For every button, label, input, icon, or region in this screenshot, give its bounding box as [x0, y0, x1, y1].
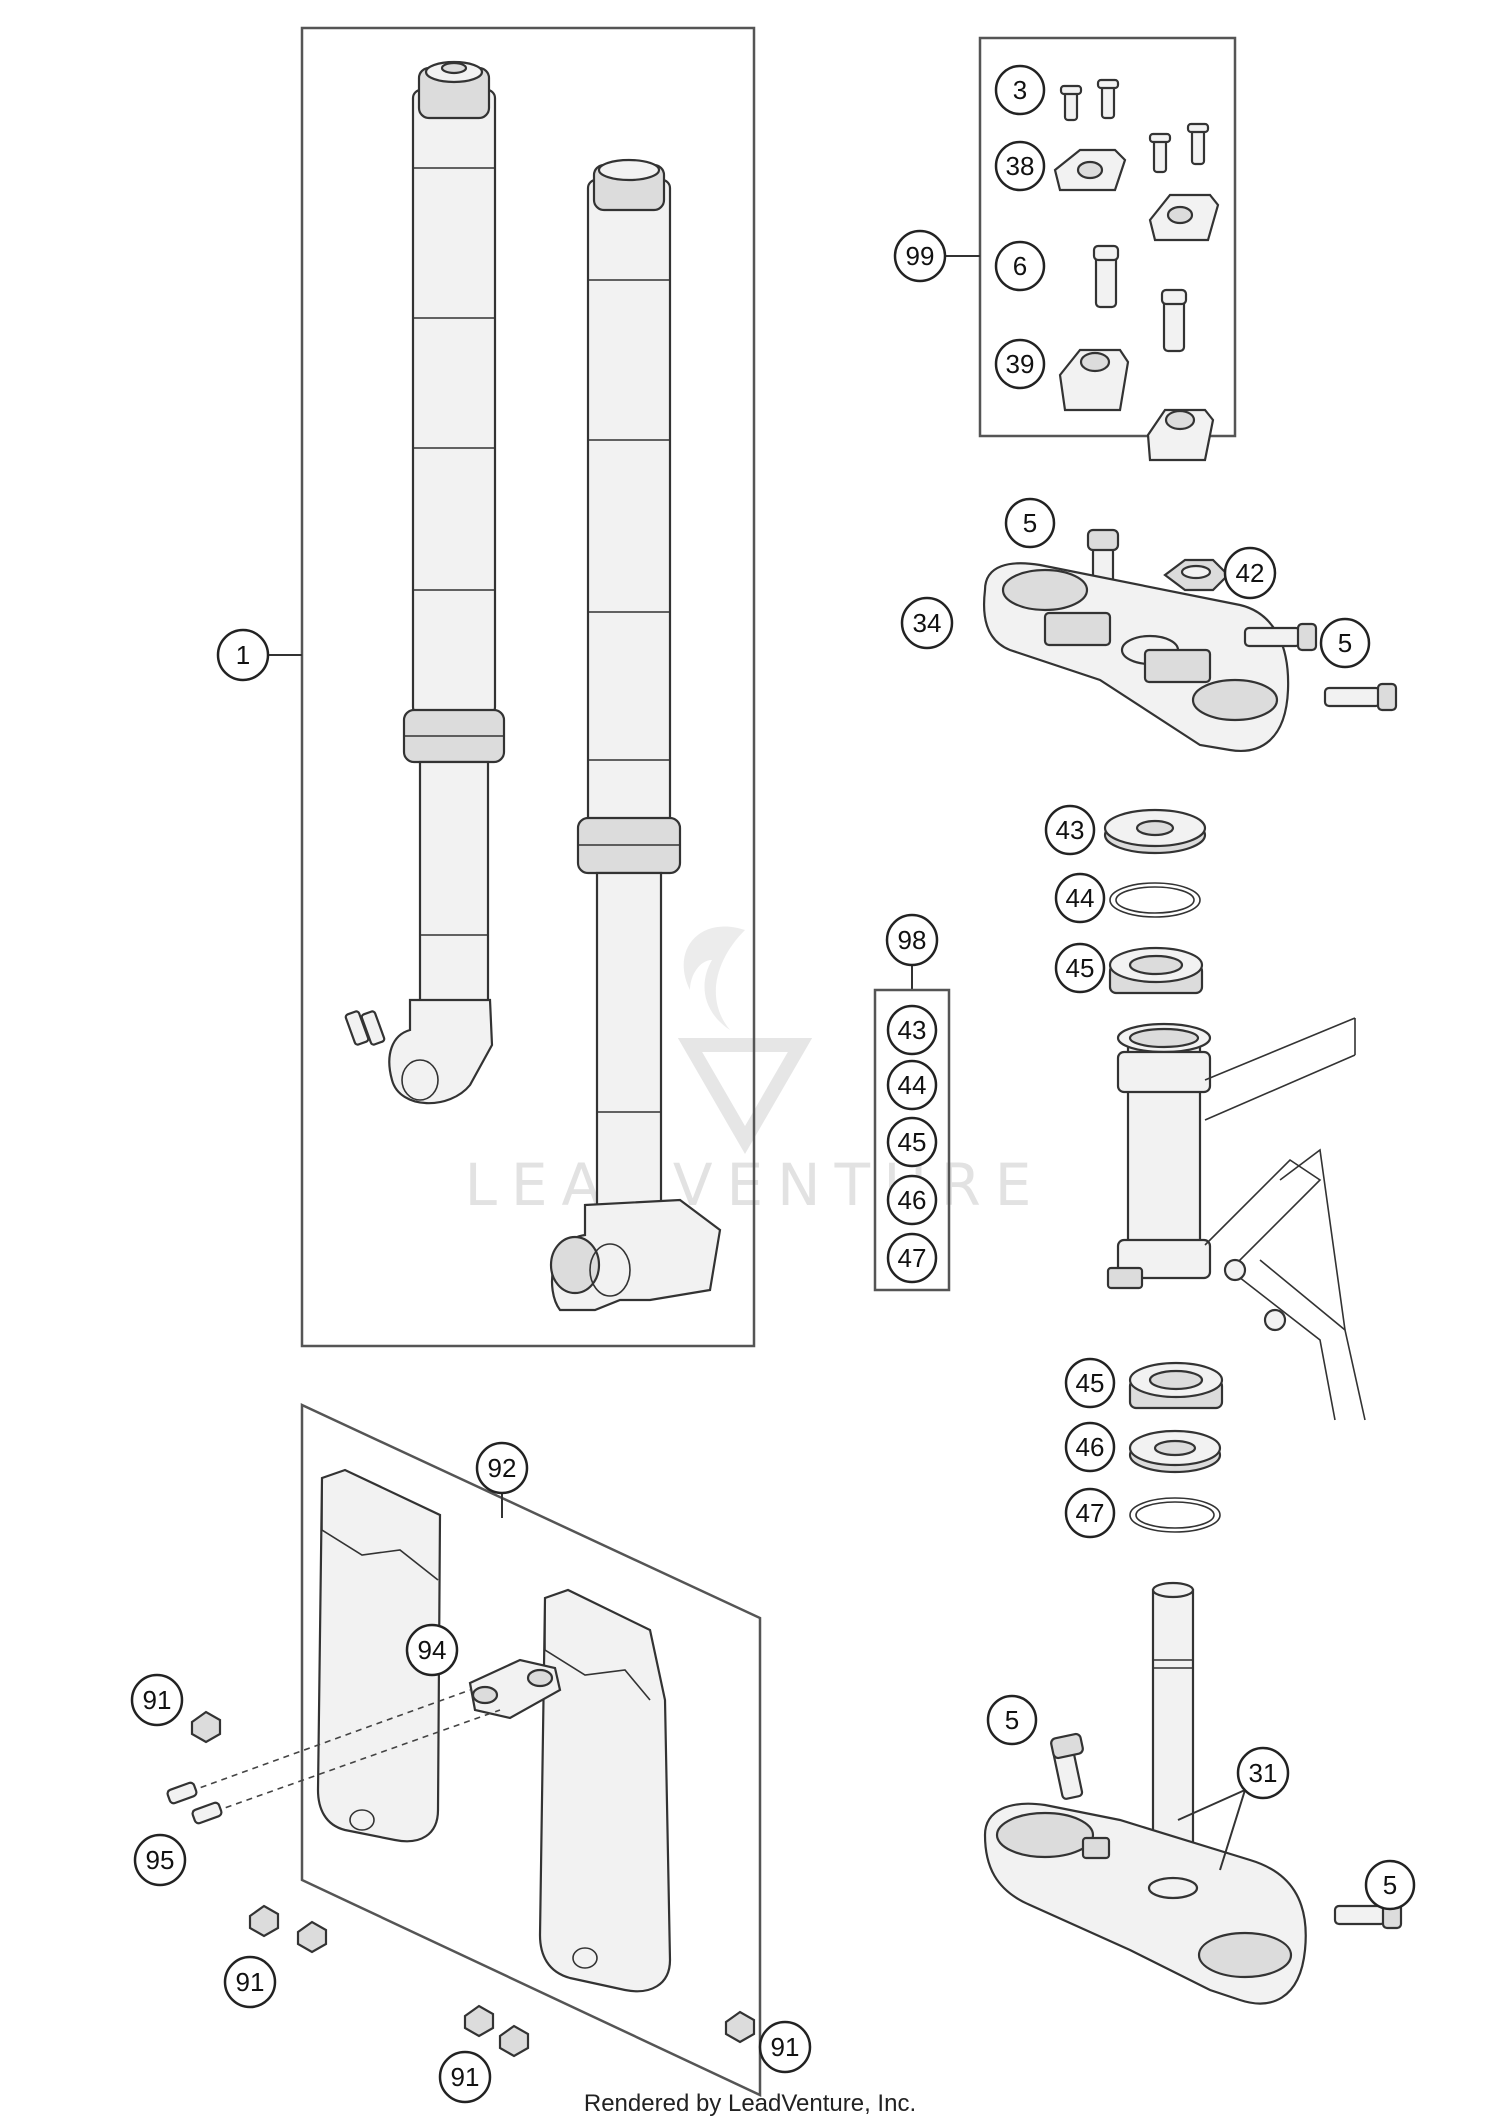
- fork-guard-right[interactable]: [538, 1588, 672, 1993]
- upper-triple-clamp[interactable]: [982, 562, 1290, 752]
- o-ring-47[interactable]: [1129, 1497, 1221, 1533]
- callout-94[interactable]: 94: [405, 1623, 459, 1677]
- svg-text:47: 47: [898, 1243, 927, 1273]
- clamp-upper-parts[interactable]: [1053, 148, 1220, 242]
- watermark-flame-icon: [683, 926, 745, 1030]
- kit-item-44[interactable]: 44: [886, 1059, 938, 1111]
- handlebar-clamp-kit-frame: [978, 36, 1237, 438]
- lower-triple-clamp[interactable]: [983, 1802, 1307, 2005]
- callout-47[interactable]: 47: [1064, 1487, 1116, 1539]
- svg-text:1: 1: [236, 640, 250, 670]
- svg-text:34: 34: [913, 608, 942, 638]
- callout-5-top[interactable]: 5: [1004, 497, 1056, 549]
- svg-text:98: 98: [898, 925, 927, 955]
- clamp-bolts-6[interactable]: [1092, 244, 1188, 353]
- svg-text:39: 39: [1006, 349, 1035, 379]
- svg-text:42: 42: [1236, 558, 1265, 588]
- svg-text:91: 91: [143, 1685, 172, 1715]
- leader-31: [1177, 1789, 1246, 1871]
- clamp-lower-parts[interactable]: [1058, 348, 1215, 462]
- callout-91-right[interactable]: 91: [758, 2020, 812, 2074]
- callout-46[interactable]: 46: [1064, 1421, 1116, 1473]
- lower-bolt-5[interactable]: [1050, 1732, 1084, 1800]
- svg-text:94: 94: [418, 1635, 447, 1665]
- watermark-text: LEADVENTURE: [465, 1151, 1046, 1219]
- svg-text:91: 91: [236, 1967, 265, 1997]
- bearing-kit-frame: [873, 988, 951, 1292]
- fork-leg-left[interactable]: [388, 60, 506, 1105]
- callout-1[interactable]: 1: [216, 628, 270, 682]
- fork-leg-right[interactable]: [549, 158, 722, 1312]
- bearing-45-lower[interactable]: [1128, 1361, 1224, 1410]
- callout-45-lower[interactable]: 45: [1064, 1357, 1116, 1409]
- fork-bolt-small[interactable]: [344, 1010, 386, 1046]
- upper-nut-42[interactable]: [1163, 558, 1230, 592]
- svg-text:45: 45: [1076, 1368, 1105, 1398]
- watermark-v-icon: [677, 1038, 813, 1154]
- kit-item-46[interactable]: 46: [886, 1174, 938, 1226]
- callout-42[interactable]: 42: [1223, 546, 1277, 600]
- svg-text:47: 47: [1076, 1498, 1105, 1528]
- guard-clamp-94[interactable]: [468, 1658, 562, 1720]
- svg-text:6: 6: [1013, 251, 1027, 281]
- svg-text:31: 31: [1249, 1758, 1278, 1788]
- svg-text:5: 5: [1023, 508, 1037, 538]
- clamp-screws-upper[interactable]: [1059, 78, 1210, 174]
- callout-6[interactable]: 6: [994, 240, 1046, 292]
- guard-screws-95[interactable]: [166, 1689, 501, 1825]
- svg-text:3: 3: [1013, 75, 1027, 105]
- svg-text:46: 46: [1076, 1432, 1105, 1462]
- callout-98[interactable]: 98: [885, 913, 939, 967]
- watermark: LEADVENTURE: [465, 926, 1046, 1219]
- callout-91-left[interactable]: 91: [130, 1673, 184, 1727]
- svg-text:5: 5: [1005, 1705, 1019, 1735]
- svg-text:44: 44: [898, 1070, 927, 1100]
- svg-text:44: 44: [1066, 883, 1095, 913]
- svg-text:45: 45: [898, 1127, 927, 1157]
- callout-5-side[interactable]: 5: [1319, 617, 1371, 669]
- callout-39[interactable]: 39: [994, 338, 1046, 390]
- callout-34[interactable]: 34: [900, 596, 954, 650]
- callout-91-bottom[interactable]: 91: [438, 2050, 492, 2104]
- kit-item-43[interactable]: 43: [886, 1004, 938, 1056]
- guard-nuts-91[interactable]: [190, 1710, 756, 2058]
- callout-43[interactable]: 43: [1044, 804, 1096, 856]
- callout-5-right[interactable]: 5: [1364, 1859, 1416, 1911]
- callout-3[interactable]: 3: [994, 64, 1046, 116]
- callout-45-upper[interactable]: 45: [1054, 942, 1106, 994]
- svg-text:91: 91: [451, 2062, 480, 2092]
- svg-text:45: 45: [1066, 953, 1095, 983]
- upper-bolts-side[interactable]: [1243, 622, 1398, 712]
- dust-seal-43[interactable]: [1103, 808, 1207, 855]
- callout-91-mid[interactable]: 91: [223, 1955, 277, 2009]
- o-ring-44[interactable]: [1109, 882, 1201, 918]
- callout-99[interactable]: 99: [893, 229, 947, 283]
- callout-38[interactable]: 38: [994, 140, 1046, 192]
- kit-item-47[interactable]: 47: [886, 1232, 938, 1284]
- svg-text:43: 43: [898, 1015, 927, 1045]
- svg-text:46: 46: [898, 1185, 927, 1215]
- svg-text:99: 99: [906, 241, 935, 271]
- svg-text:95: 95: [146, 1845, 175, 1875]
- kit-item-45[interactable]: 45: [886, 1116, 938, 1168]
- callout-95[interactable]: 95: [133, 1833, 187, 1887]
- frame-head-tube: [1106, 1017, 1366, 1421]
- seal-46[interactable]: [1128, 1429, 1222, 1474]
- svg-text:5: 5: [1338, 628, 1352, 658]
- svg-text:43: 43: [1056, 815, 1085, 845]
- svg-text:91: 91: [771, 2032, 800, 2062]
- svg-text:5: 5: [1383, 1870, 1397, 1900]
- callout-44[interactable]: 44: [1054, 872, 1106, 924]
- fork-group-frame: [300, 26, 756, 1348]
- svg-text:38: 38: [1006, 151, 1035, 181]
- callout-92[interactable]: 92: [475, 1441, 529, 1495]
- svg-text:92: 92: [488, 1453, 517, 1483]
- fork-guard-left[interactable]: [316, 1468, 442, 1843]
- callout-5-lower[interactable]: 5: [986, 1694, 1038, 1746]
- callout-31[interactable]: 31: [1236, 1746, 1290, 1800]
- footer-credit: Rendered by LeadVenture, Inc.: [583, 2090, 917, 2117]
- bearing-45-upper[interactable]: [1108, 946, 1204, 995]
- fork-guard-group-frame: [300, 1403, 762, 2097]
